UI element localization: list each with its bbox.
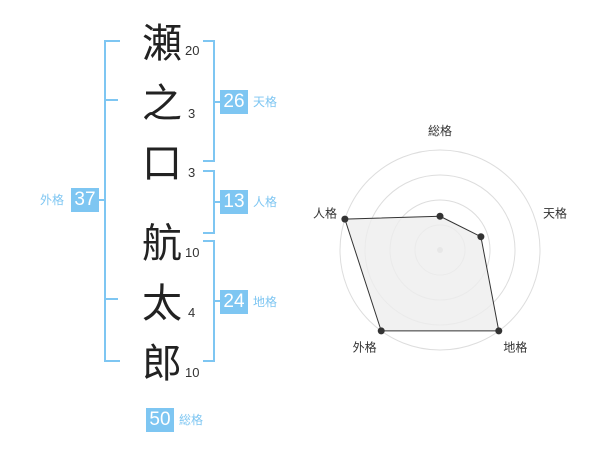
jinkaku-label: 人格 — [253, 195, 278, 209]
name-char-6: 郎 — [142, 341, 182, 387]
radar-axis-label-2: 天格 — [543, 206, 567, 221]
gaikaku-bracket-tick — [98, 199, 106, 201]
radar-point-3 — [495, 327, 503, 335]
stroke-count-5: 4 — [188, 305, 196, 320]
soukaku-value: 50 — [146, 408, 174, 432]
chikaku-label: 地格 — [253, 295, 278, 309]
gaikaku-value: 37 — [71, 188, 99, 212]
radar-axis-label-4: 外格 — [353, 340, 377, 355]
radar-center — [437, 247, 443, 253]
radar-point-1 — [436, 212, 444, 220]
radar-ring — [364, 174, 516, 326]
jinkaku-value: 13 — [220, 190, 248, 214]
name-char-4: 航 — [142, 221, 182, 267]
name-char-5: 太 — [142, 281, 182, 327]
stroke-count-3: 3 — [188, 165, 196, 180]
radar-point-2 — [477, 233, 485, 241]
tenkaku-label: 天格 — [253, 95, 278, 109]
gaikaku-bracket-tick — [104, 298, 118, 300]
gaikaku-bracket-tick — [104, 99, 118, 101]
radar-ring — [414, 224, 466, 276]
gaikaku-bracket — [104, 40, 120, 362]
radar-ring — [389, 199, 491, 301]
radar-polygon — [344, 215, 500, 332]
name-char-3: 口 — [142, 141, 182, 187]
name-char-2: 之 — [142, 81, 182, 127]
radar-axis-label-3: 地格 — [503, 340, 527, 355]
radar-axis-label-5: 人格 — [313, 206, 337, 221]
radar-axis-label-1: 総格 — [428, 123, 452, 138]
stroke-count-4: 10 — [185, 245, 200, 260]
radar-point-4 — [377, 327, 385, 335]
radar-rings — [339, 149, 541, 351]
chikaku-value: 24 — [220, 290, 248, 314]
stroke-count-6: 10 — [185, 365, 200, 380]
chikaku-bracket-tick — [213, 300, 221, 302]
radar-point-5 — [341, 215, 349, 223]
radar-points — [341, 212, 503, 335]
name-char-1: 瀬 — [142, 21, 182, 67]
tenkaku-bracket-tick — [213, 101, 221, 103]
radar-ring — [339, 149, 541, 351]
stroke-count-2: 3 — [188, 106, 196, 121]
jinkaku-bracket-tick — [213, 201, 221, 203]
gaikaku-label: 外格 — [40, 193, 65, 207]
stroke-count-1: 20 — [185, 43, 200, 58]
tenkaku-value: 26 — [220, 90, 248, 114]
soukaku-label: 総格 — [179, 413, 204, 427]
